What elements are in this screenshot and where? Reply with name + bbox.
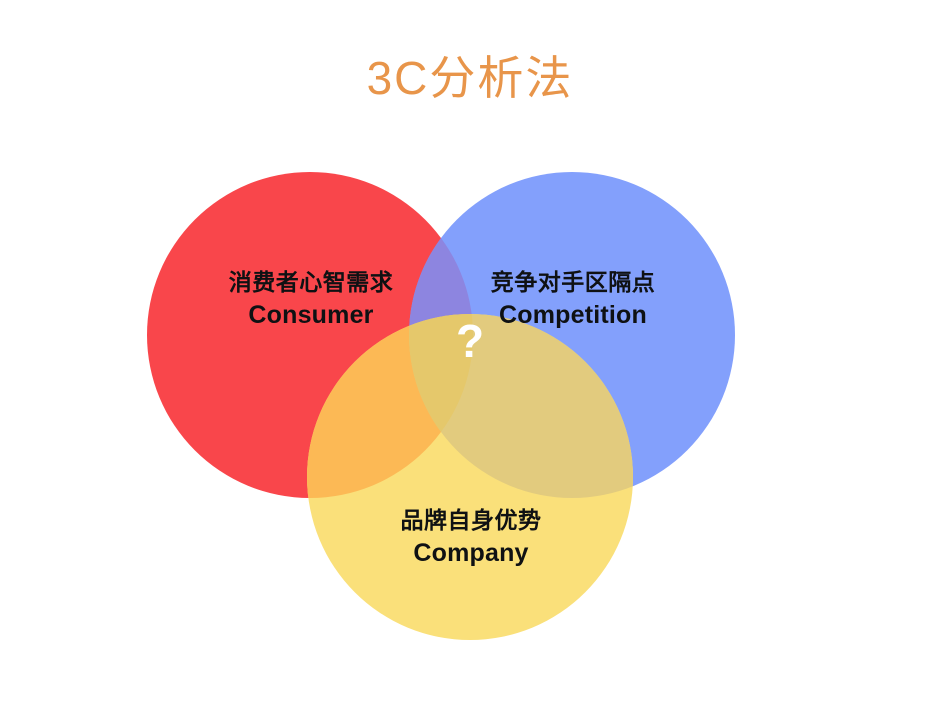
page-title: 3C分析法 [366,52,574,104]
